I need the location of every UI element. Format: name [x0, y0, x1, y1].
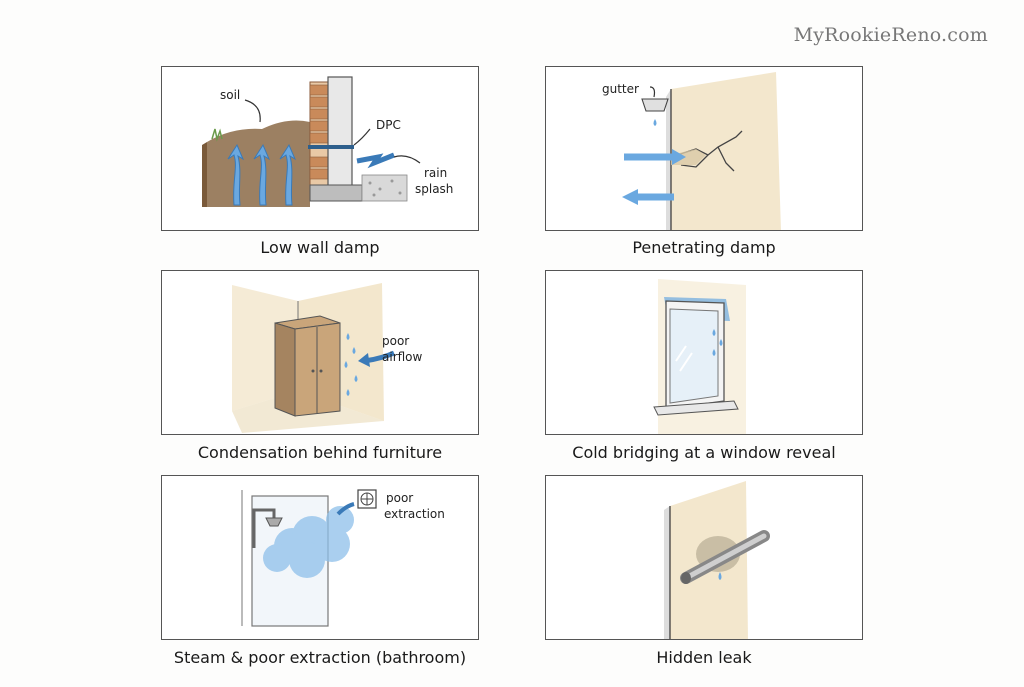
caption-penetrating-damp: Penetrating damp — [632, 238, 776, 257]
caption-condensation-furniture: Condensation behind furniture — [197, 443, 443, 462]
panel-hidden-leak — [545, 475, 863, 640]
panel-low-wall-damp: soil DPC rain splash — [161, 66, 479, 231]
low-wall-damp-illustration: soil DPC rain splash — [162, 67, 478, 230]
shower-head — [265, 517, 283, 527]
hidden-leak-illustration — [664, 481, 770, 639]
label-poor-2: poor — [386, 491, 413, 505]
panel-condensation-furniture: poor airflow — [161, 270, 479, 435]
label-gutter: gutter — [602, 82, 639, 96]
caption-hidden-leak: Hidden leak — [656, 648, 752, 667]
site-brand: MyRookieReno.com — [793, 24, 988, 46]
gutter-shape — [641, 98, 669, 112]
brick-wall — [309, 81, 329, 198]
panel-steam-extraction: poor extraction — [161, 475, 479, 640]
label-poor: poor — [382, 334, 409, 348]
shower-pipe — [252, 508, 276, 548]
label-splash: splash — [415, 182, 453, 196]
steam-extraction-illustration: poor extraction — [241, 489, 445, 627]
panel-penetrating-damp: gutter — [545, 66, 863, 231]
cold-bridging-illustration — [653, 279, 746, 434]
caption-cold-bridging: Cold bridging at a window reveal — [572, 443, 836, 462]
label-extraction: extraction — [384, 507, 445, 521]
label-soil: soil — [220, 88, 240, 102]
wardrobe — [274, 315, 341, 417]
penetrating-damp-illustration: gutter — [602, 72, 781, 230]
rising-damp-arrows — [227, 143, 297, 206]
window-droplets — [712, 329, 723, 356]
condensation-droplets — [344, 333, 358, 396]
caption-low-wall-damp: Low wall damp — [260, 238, 380, 257]
steam-cloud — [263, 506, 354, 578]
caption-steam-extraction: Steam & poor extraction (bathroom) — [173, 648, 467, 667]
rain-splash-arrow — [356, 152, 395, 169]
leak-drop — [718, 572, 722, 580]
label-dpc: DPC — [376, 118, 401, 132]
label-airflow: airflow — [382, 350, 423, 364]
soil-mound — [207, 120, 310, 207]
condensation-illustration: poor airflow — [232, 283, 423, 433]
panel-cold-bridging — [545, 270, 863, 435]
label-rain: rain — [424, 166, 447, 180]
